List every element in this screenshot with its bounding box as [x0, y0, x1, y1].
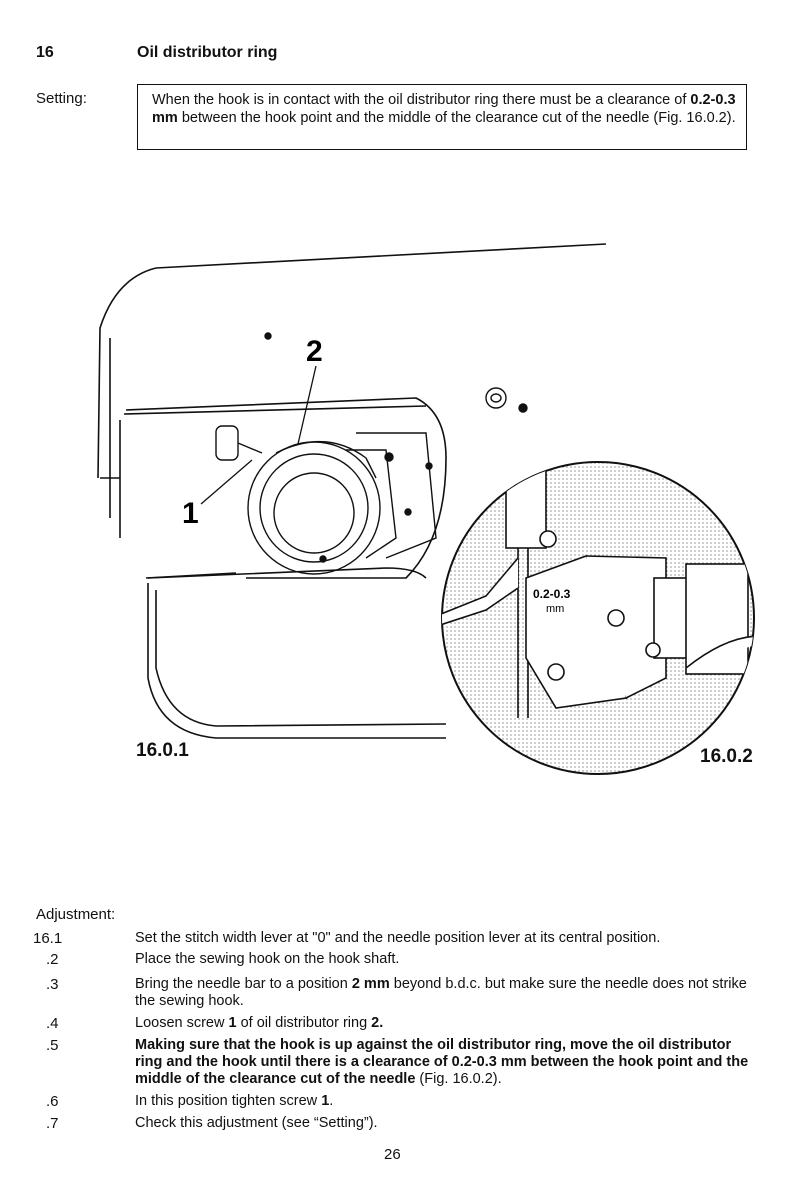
setting-bold-value: 0.2-0.3 mm [152, 92, 736, 126]
step-text-bold: 2 mm [351, 976, 390, 992]
step-text-part: Set the stitch width lever at "0" and th… [135, 930, 661, 946]
step-text: In this position tighten screw 1. [135, 1093, 755, 1110]
setting-label: Setting: [36, 90, 87, 107]
page-number: 26 [384, 1146, 401, 1163]
step-text: Making sure that the hook is up against … [135, 1037, 755, 1088]
step-text-part: Bring the needle bar to a position [135, 976, 352, 992]
adjustment-label: Adjustment: [36, 906, 116, 923]
inset-clearance-unit: mm [546, 603, 564, 615]
hook-assembly [215, 332, 528, 575]
step-number: 16.1 [33, 930, 63, 947]
step-text: Set the stitch width lever at "0" and th… [135, 930, 755, 947]
step-number: .7 [46, 1115, 59, 1132]
step-text-bold: 1 [321, 1093, 330, 1109]
step-number: .3 [46, 976, 59, 993]
step-text-part: Loosen screw [135, 1015, 229, 1031]
step-text-part: (Fig. 16.0.2). [415, 1071, 502, 1087]
callout-1: 1 [182, 497, 199, 530]
step-text-part: . [329, 1093, 334, 1109]
step-number: .2 [46, 951, 59, 968]
step-text: Check this adjustment (see “Setting”). [135, 1115, 755, 1132]
step-number: .6 [46, 1093, 59, 1110]
step-text-bold: 1 [228, 1015, 237, 1031]
callout-2: 2 [306, 335, 323, 368]
inset-clearance-value: 0.2-0.3 [533, 587, 571, 601]
step-text-part: Check this adjustment (see “Setting”). [135, 1115, 378, 1131]
step-text: Place the sewing hook on the hook shaft. [135, 951, 755, 968]
setting-text-after: between the hook point and the middle of… [177, 110, 736, 126]
step-text: Bring the needle bar to a position 2 mm … [135, 976, 755, 1010]
step-text-bold: 2. [371, 1015, 384, 1031]
detail-inset: 0.2-0.3 mm [441, 461, 755, 775]
step-number: .4 [46, 1015, 59, 1032]
step-number: .5 [46, 1037, 59, 1054]
section-title: Oil distributor ring [137, 44, 278, 61]
bed-outline [97, 243, 607, 739]
step-text: Loosen screw 1 of oil distributor ring 2… [135, 1015, 755, 1032]
step-text-part: of oil distributor ring [236, 1015, 372, 1031]
figure-label-16-0-2: 16.0.2 [700, 746, 753, 767]
hook-illustration: 2 1 0.2-0.3 mm [97, 243, 755, 775]
setting-box: When the hook is in contact with the oil… [137, 84, 747, 150]
callout-lines [200, 365, 317, 505]
setting-text-before: When the hook is in contact with the oil… [152, 92, 691, 108]
section-number: 16 [36, 44, 54, 61]
step-text-part: In this position tighten screw [135, 1093, 322, 1109]
figure-label-16-0-1: 16.0.1 [136, 740, 189, 761]
step-text-part: beyond b.d.c. but make sure the needle d… [135, 976, 747, 1009]
step-text-bold: Making sure that the hook is up against … [135, 1037, 749, 1087]
step-text-part: Place the sewing hook on the hook shaft. [135, 951, 400, 967]
